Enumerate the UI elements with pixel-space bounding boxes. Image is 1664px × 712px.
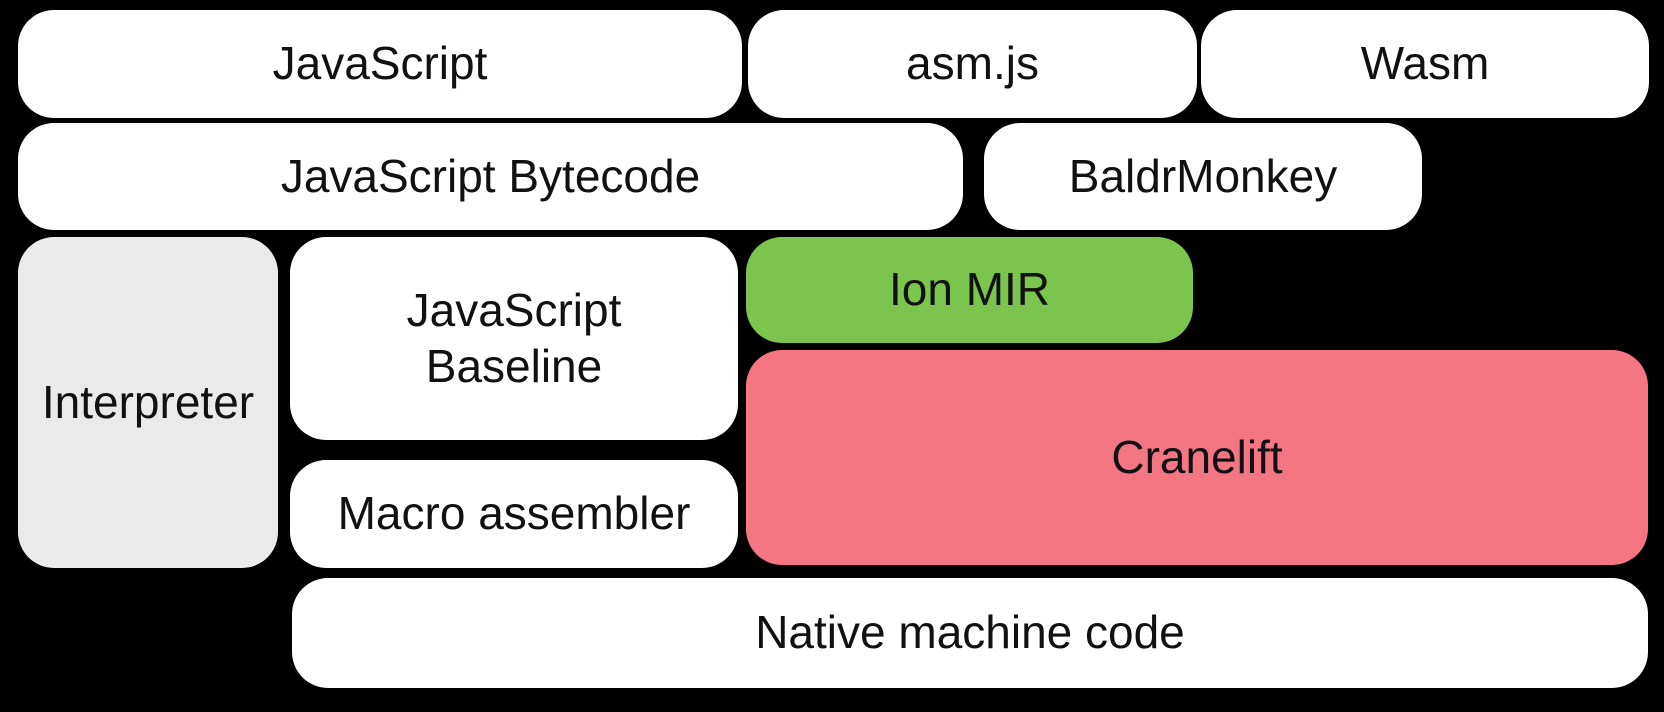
node-native-machine-code: Native machine code: [292, 578, 1648, 688]
node-javascript-baseline: JavaScript Baseline: [290, 237, 738, 440]
node-javascript-baseline-label: JavaScript Baseline: [406, 284, 622, 392]
node-interpreter: Interpreter: [18, 237, 278, 568]
node-macro-assembler: Macro assembler: [290, 460, 738, 568]
node-javascript-bytecode: JavaScript Bytecode: [18, 123, 963, 230]
node-interpreter-label: Interpreter: [41, 375, 255, 428]
node-wasm: Wasm: [1201, 10, 1649, 118]
node-javascript-bytecode-label: JavaScript Bytecode: [280, 149, 701, 202]
node-native-machine-code-label: Native machine code: [755, 606, 1185, 659]
node-baldrmonkey-label: BaldrMonkey: [1068, 149, 1338, 202]
node-javascript: JavaScript: [18, 10, 742, 118]
node-baldrmonkey: BaldrMonkey: [984, 123, 1422, 230]
node-ion-mir: Ion MIR: [746, 237, 1193, 343]
node-asmjs: asm.js: [748, 10, 1197, 118]
node-wasm-label: Wasm: [1360, 37, 1490, 90]
node-cranelift-label: Cranelift: [1111, 430, 1283, 483]
node-javascript-label: JavaScript: [272, 37, 488, 90]
node-ion-mir-label: Ion MIR: [888, 263, 1051, 316]
node-cranelift: Cranelift: [746, 350, 1648, 565]
node-asmjs-label: asm.js: [906, 37, 1039, 90]
node-macro-assembler-label: Macro assembler: [337, 487, 691, 540]
